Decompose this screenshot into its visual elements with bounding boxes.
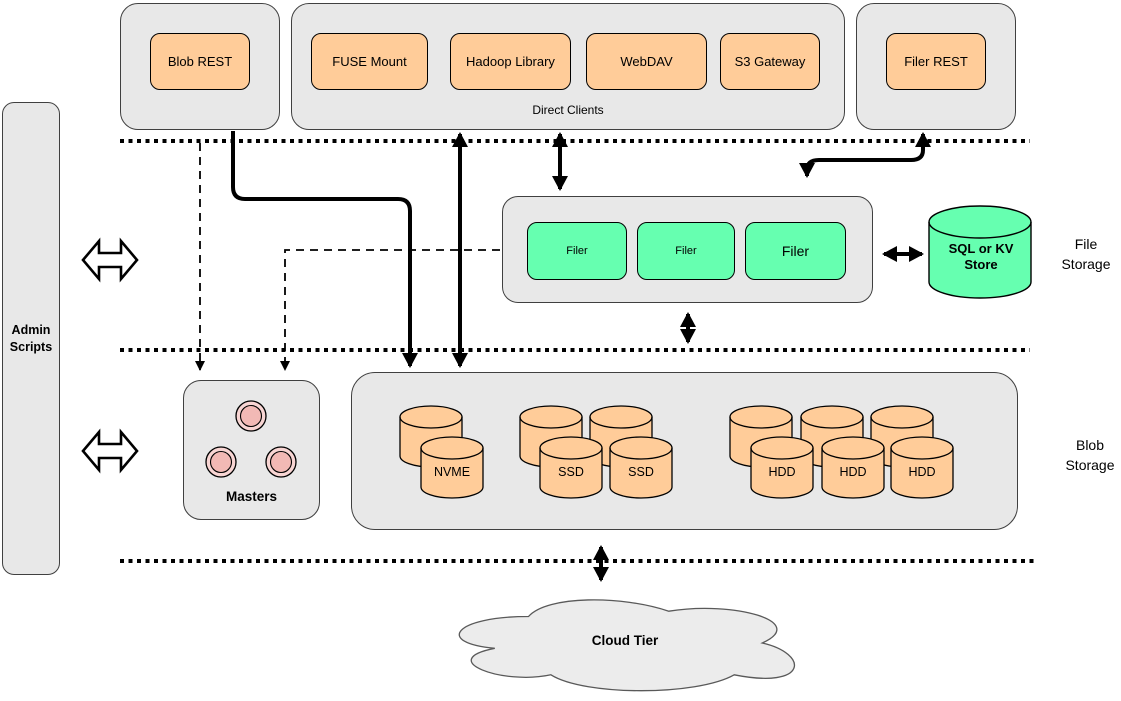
volume-label-ssd: SSD (628, 465, 654, 479)
master-node-inner (239, 404, 263, 428)
arrow-blobrest-to-blobstorage (231, 131, 418, 368)
volume-label-hdd: HDD (768, 465, 796, 479)
filer-box-2: Filer (637, 222, 735, 280)
direct-clients-label: Direct Clients (532, 103, 604, 117)
filer-label: Filer (781, 243, 810, 259)
client-box-fuse-mount: FUSE Mount (311, 33, 428, 90)
filer-rest-box: Filer REST (886, 33, 986, 90)
filer-rest-label: Filer REST (904, 54, 968, 69)
cloud-tier-label: Cloud Tier (591, 633, 659, 648)
disk-cylinders (399, 405, 954, 499)
volume-label-nvme: NVME (433, 465, 471, 479)
filer-label: Filer (675, 245, 697, 257)
cloud-shape (458, 599, 796, 692)
volume-label-hdd: HDD (908, 465, 936, 479)
sql-kv-store-cylinder (928, 205, 1032, 299)
master-nodes (205, 400, 297, 478)
dashed-arrow-filer-to-masters (280, 249, 500, 371)
client-box-hadoop-library: Hadoop Library (450, 33, 571, 90)
admin-scripts-label: Admin Scripts (9, 322, 53, 354)
file-storage-section-label: File Storage (1061, 236, 1111, 272)
volume-label-hdd: HDD (839, 465, 867, 479)
filer-box-1: Filer (527, 222, 627, 280)
blob-rest-label: Blob REST (167, 54, 233, 69)
filer-box-3: Filer (745, 222, 846, 280)
volume-label-ssd: SSD (558, 465, 584, 479)
blob-rest-box: Blob REST (150, 33, 250, 90)
admin-double-arrow-file-storage (81, 237, 139, 283)
blob-storage-section-label: Blob Storage (1065, 437, 1115, 473)
filer-label: Filer (566, 245, 588, 257)
master-node-inner (269, 450, 293, 474)
client-box-s3-gateway: S3 Gateway (720, 33, 820, 90)
sql-kv-store-label: SQL or KV Store (948, 241, 1014, 272)
admin-double-arrow-blob-storage (81, 428, 139, 474)
arrow-filerrest-to-filers (799, 132, 931, 178)
s3-gateway-label: S3 Gateway (734, 54, 806, 69)
webdav-label: WebDAV (620, 54, 673, 69)
masters-label: Masters (225, 489, 278, 504)
client-box-webdav: WebDAV (586, 33, 707, 90)
admin-scripts-box: Admin Scripts (2, 102, 60, 575)
fuse-mount-label: FUSE Mount (332, 54, 407, 69)
master-node-inner (209, 450, 233, 474)
hadoop-library-label: Hadoop Library (466, 54, 555, 69)
